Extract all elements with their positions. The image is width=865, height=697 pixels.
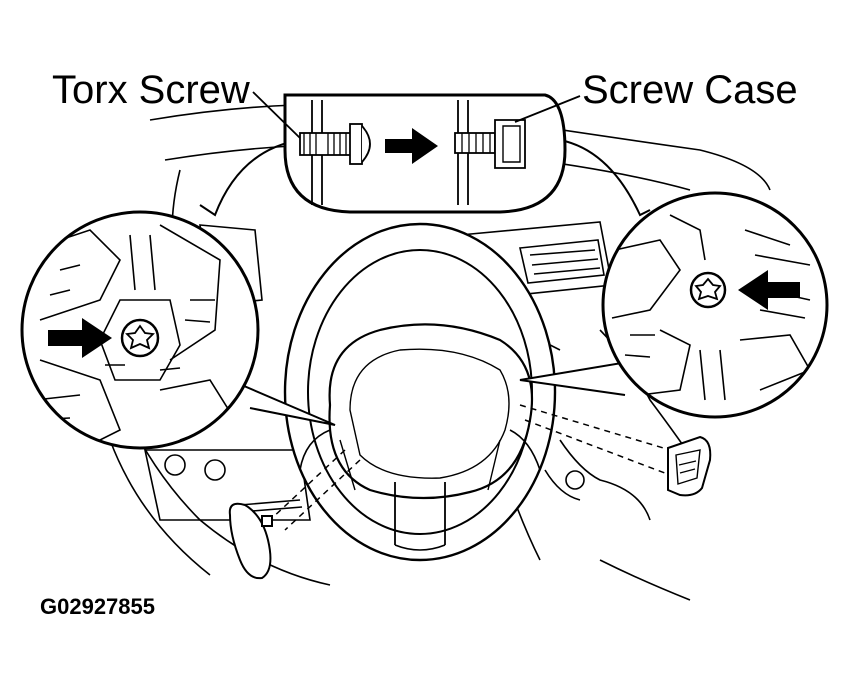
left-cover-part (228, 502, 273, 580)
right-detail-circle (601, 191, 829, 419)
arrow-right-icon (48, 318, 112, 358)
screw-case-label: Screw Case (582, 68, 798, 112)
left-detail-circle (20, 210, 260, 450)
screw-case-part (454, 119, 526, 169)
figure-code: G02927855 (40, 594, 155, 619)
arrow-right-icon (385, 128, 438, 164)
torx-screw-label: Torx Screw (52, 68, 250, 112)
right-cover-part (667, 435, 712, 497)
arrow-left-icon (738, 270, 800, 310)
steering-wheel (283, 222, 557, 562)
right-callout-pointer (519, 359, 641, 396)
screw-detail-callout (199, 91, 651, 217)
left-callout-pointer (229, 379, 336, 426)
torx-screw-part (299, 123, 371, 165)
assembly-lines (269, 404, 671, 531)
